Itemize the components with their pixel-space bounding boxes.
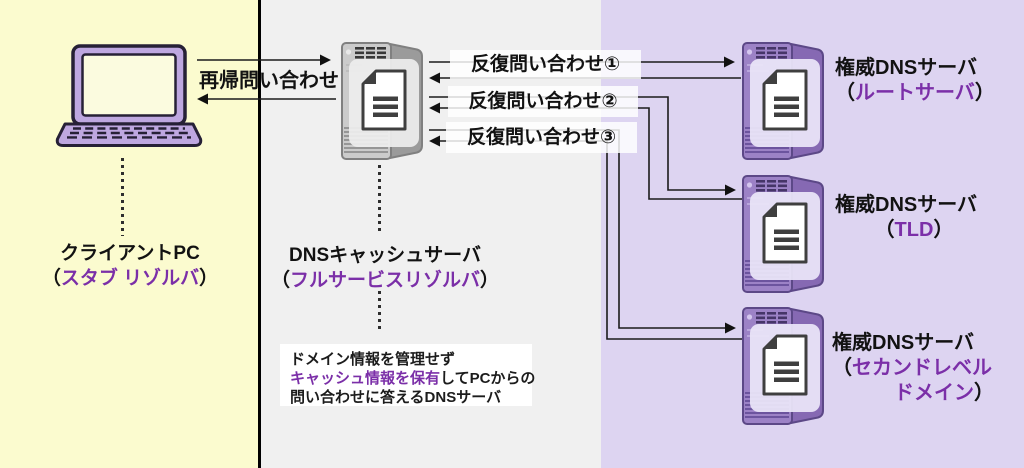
root-server-icon: [742, 42, 824, 160]
zone-divider-line: [258, 0, 261, 468]
root-server-subtitle: （ルートサーバ）: [835, 82, 995, 104]
laptop-icon: [55, 44, 203, 147]
sld-server-subtitle-line1: （セカンドレベル: [832, 357, 992, 379]
root-server-label: 権威DNSサーバ （ルートサーバ）: [835, 56, 1020, 106]
iterative-response-3-arrow: [429, 135, 744, 340]
client-dotted-connector: [121, 158, 124, 236]
tld-server-icon: [742, 175, 824, 293]
tld-server-subtitle: （TLD）: [874, 219, 954, 241]
iterative-query-1-label: 反復問い合わせ①: [450, 50, 641, 79]
note-line-1: ドメイン情報を管理せず: [290, 351, 456, 368]
sld-server-subtitle-line2: ドメイン）: [894, 382, 994, 404]
cache-server-subtitle: （フルサービスリゾルバ）: [270, 270, 500, 291]
sld-server-title: 権威DNSサーバ: [832, 332, 975, 354]
cache-server-label: DNSキャッシュサーバ （フルサービスリゾルバ）: [270, 243, 500, 293]
tld-server-title: 権威DNSサーバ: [835, 194, 978, 216]
sld-server-label: 権威DNSサーバ （セカンドレベル ドメイン）: [832, 331, 994, 406]
iterative-query-3-arrow: [429, 129, 736, 334]
client-pc-subtitle: （スタブ リゾルバ）: [41, 268, 219, 289]
sld-server-icon: [742, 307, 824, 425]
tld-server-label: 権威DNSサーバ （TLD）: [835, 193, 993, 243]
note-line-3: 問い合わせに答えるDNSサーバ: [290, 389, 502, 406]
iterative-query-2-label: 反復問い合わせ②: [448, 86, 638, 117]
cache-server-title: DNSキャッシュサーバ: [289, 245, 481, 266]
client-pc-label: クライアントPC （スタブ リゾルバ）: [28, 241, 232, 291]
client-pc-title: クライアントPC: [60, 243, 200, 264]
cache-server-note: ドメイン情報を管理せず キャッシュ情報を保有してPCからの 問い合わせに答えるD…: [280, 344, 536, 406]
note-line-2: キャッシュ情報を保有してPCからの: [290, 370, 536, 387]
recursive-query-label: 再帰問い合わせ: [199, 70, 339, 92]
cache-server-icon: [341, 42, 423, 160]
root-server-title: 権威DNSサーバ: [835, 57, 978, 79]
cache-dotted-connector-bottom: [378, 291, 381, 333]
iterative-query-3-label: 反復問い合わせ③: [446, 122, 637, 153]
cache-dotted-connector-top: [378, 165, 381, 235]
